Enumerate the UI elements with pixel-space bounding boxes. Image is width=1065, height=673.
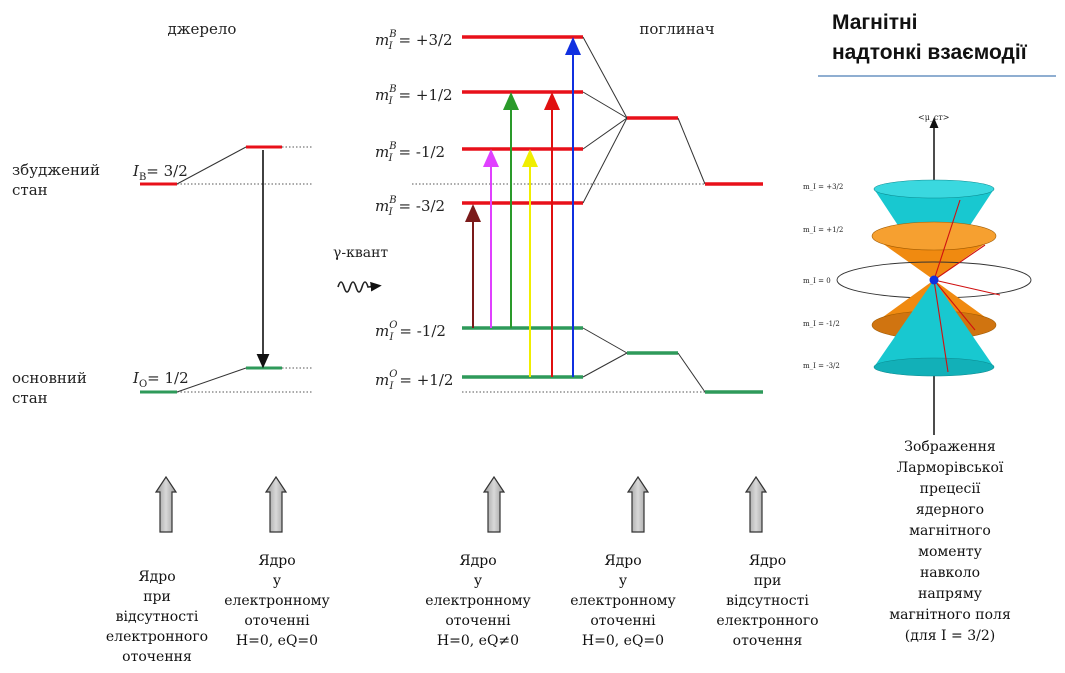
caption-4: Ядро у електронному оточенні H=0, eQ=0 [570, 553, 676, 649]
title-line-1: Магнітні [832, 11, 918, 34]
caption-1: Ядро при відсутності електронного оточен… [105, 569, 209, 665]
ground-splitting-lines [582, 327, 628, 378]
source-ground-shift [176, 367, 247, 393]
source-label: джерело [168, 20, 237, 38]
up-arrow-icon [744, 475, 768, 533]
axis-label: <μ_ст> [918, 113, 950, 122]
larmor-precession-figure: <μ_ст> m_I = +3/2m_I = +1/2m_I = 0m_I = … [803, 113, 1032, 435]
gamma-label: γ-квант [333, 245, 388, 261]
precession-level-label: m_I = +3/2 [803, 183, 843, 191]
title-line-2: надтонкі взаємодії [832, 41, 1027, 64]
larmor-caption: Зображення Ларморівської прецесії ядерно… [889, 439, 1011, 644]
absorber-excited-shift [677, 117, 706, 185]
title-underline [818, 75, 1056, 77]
up-arrow-icon [264, 475, 288, 533]
precession-level-label: m_I = -3/2 [803, 362, 840, 370]
absorber-ground-shift [677, 352, 706, 393]
up-arrow-icon [154, 475, 178, 533]
caption-3: Ядро у електронному оточенні H=0, eQ≠0 [425, 553, 531, 649]
caption-5: Ядро при відсутності електронного оточен… [716, 553, 819, 649]
up-arrow-icon [626, 475, 650, 533]
gamma-wave-icon [337, 281, 382, 293]
up-arrow-icon [482, 475, 506, 533]
transition-arrows [465, 37, 581, 377]
precession-level-label: m_I = 0 [803, 277, 831, 285]
slide-title: Магнітні надтонкі взаємодії [832, 8, 1062, 68]
source-excited-shift [176, 146, 247, 185]
caption-2: Ядро у електронному оточенні H=0, eQ=0 [224, 553, 330, 649]
precession-level-label: m_I = +1/2 [803, 226, 843, 234]
precession-level-label: m_I = -1/2 [803, 320, 840, 328]
ground-spin-label: IO= 1/2 [132, 369, 189, 390]
up-arrows [154, 475, 768, 533]
precession-level-labels: m_I = +3/2 m_I = +1/2 m_I = 0 m_I = -1/2 m_I… [803, 183, 843, 370]
excited-splitting-lines [582, 36, 628, 204]
absorber-label: поглинач [639, 20, 714, 38]
excited-spin-label: IB= 3/2 [132, 162, 188, 183]
lower-cyan-cone [874, 280, 994, 367]
